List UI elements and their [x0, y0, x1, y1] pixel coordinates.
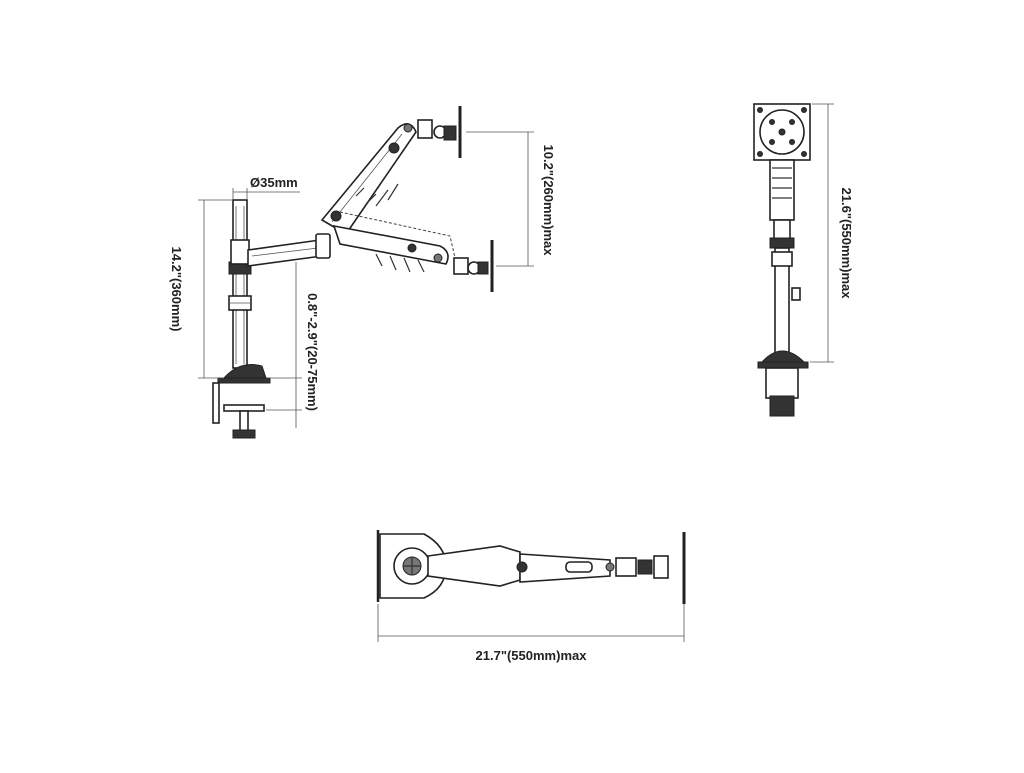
side-view: Ø35mm 14.2"(360mm) 0.8"-2.9"(20-75mm) 10… — [169, 106, 556, 439]
pole-diameter-label: Ø35mm — [250, 175, 298, 190]
max-reach-dimension: 21.7"(550mm)max — [377, 604, 685, 663]
top-view: 21.7"(550mm)max — [376, 530, 686, 663]
pole-diameter-dimension: Ø35mm — [232, 175, 300, 200]
clamp-range-label: 0.8"-2.9"(20-75mm) — [305, 293, 320, 411]
clamp-range-dimension: 0.8"-2.9"(20-75mm) — [266, 262, 320, 428]
front-arm-column — [769, 159, 801, 355]
lower-arm — [247, 233, 331, 267]
front-view: 21.6"(550mm)max — [753, 103, 854, 417]
total-height-dimension: 21.6"(550mm)max — [810, 103, 854, 363]
vesa-plate — [753, 103, 811, 161]
front-base — [757, 350, 809, 417]
desk-clamp — [212, 364, 271, 439]
vertical-adjust-dimension: 10.2"(260mm)max — [466, 131, 556, 267]
pole-height-label: 14.2"(360mm) — [169, 247, 184, 332]
max-reach-label: 21.7"(550mm)max — [476, 648, 588, 663]
total-height-label: 21.6"(550mm)max — [839, 188, 854, 300]
pole — [228, 199, 252, 369]
upper-arm-raised — [320, 106, 462, 236]
vertical-adjust-label: 10.2"(260mm)max — [541, 145, 556, 257]
upper-arm-lowered — [332, 211, 494, 292]
pole-height-dimension: 14.2"(360mm) — [169, 199, 233, 379]
